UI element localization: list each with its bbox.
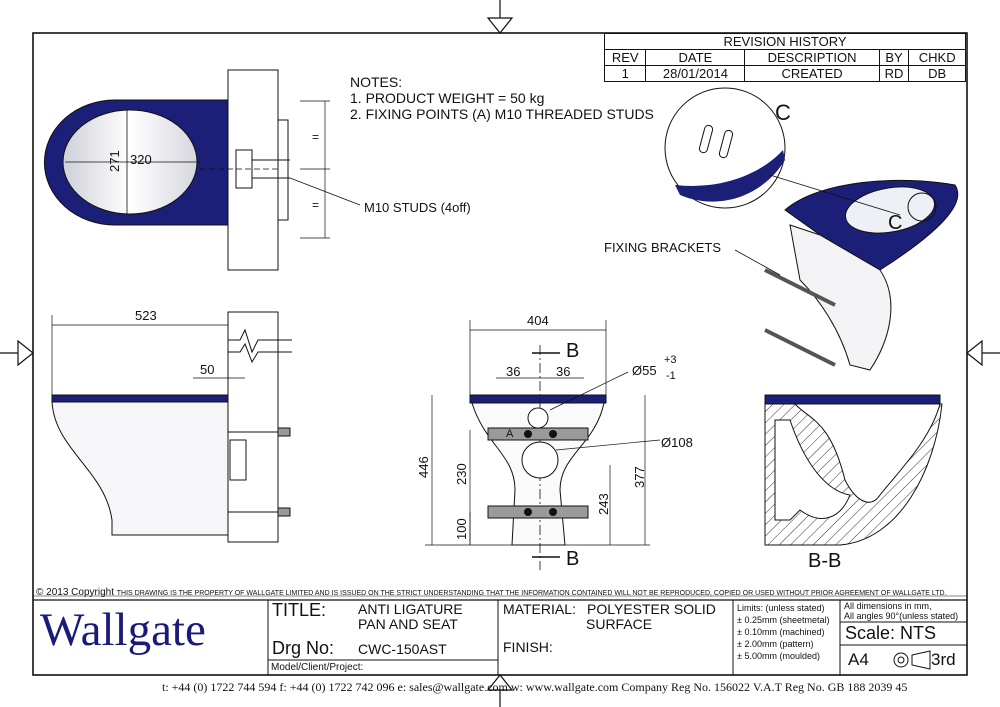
- dim-36-left: 36: [506, 364, 521, 379]
- projection-value: 3rd: [931, 650, 956, 669]
- dim-523: 523: [135, 308, 157, 323]
- note-fixings: 2. FIXING POINTS (A) M10 THREADED STUDS: [350, 106, 654, 122]
- notes-title: NOTES:: [350, 74, 403, 90]
- detail-c-marker: C: [888, 212, 903, 234]
- footer-contact: t: +44 (0) 1722 744 594 f: +44 (0) 1722 …: [162, 680, 908, 694]
- dim-377: 377: [632, 466, 647, 488]
- dim-404: 404: [527, 313, 549, 328]
- chkd-cell: DB: [908, 65, 966, 82]
- front-view: [425, 320, 661, 570]
- title-block-frame: [33, 595, 967, 675]
- section-b-bottom: B: [566, 548, 580, 570]
- dim-55-tol-minus: -1: [666, 370, 676, 382]
- rev-header: REV: [603, 49, 647, 66]
- dim-50: 50: [200, 362, 215, 377]
- section-view: [764, 394, 943, 546]
- limit-machined: ± 0.10mm (machined): [737, 627, 825, 637]
- limit-sheetmetal: ± 0.25mm (sheetmetal): [737, 615, 830, 625]
- copyright-text: THIS DRAWING IS THE PROPERTY OF WALLGATE…: [116, 590, 947, 597]
- isometric-view: [664, 87, 959, 371]
- model-label: Model/Client/Project:: [271, 662, 364, 673]
- rev-cell: 1: [603, 65, 647, 82]
- notes: NOTES: 1. PRODUCT WEIGHT = 50 kg 2. FIXI…: [350, 74, 654, 122]
- dim-equal-2: =: [312, 198, 320, 212]
- fixing-brackets-callout: FIXING BRACKETS: [604, 240, 722, 255]
- note-weight: 1. PRODUCT WEIGHT = 50 kg: [350, 90, 545, 106]
- dim-108: Ø108: [661, 435, 693, 450]
- limit-pattern: ± 2.00mm (pattern): [737, 639, 814, 649]
- date-header: DATE: [645, 49, 746, 66]
- limits-block: Limits: (unless stated) ± 0.25mm (sheetm…: [737, 602, 829, 662]
- plan-view: [43, 69, 361, 271]
- section-view-label: B-B: [808, 550, 842, 572]
- dim-55-tol-plus: +3: [664, 354, 677, 366]
- material-line-1: POLYESTER SOLID: [587, 601, 716, 617]
- dim-243: 243: [596, 493, 611, 515]
- material-line-2: SURFACE: [586, 616, 653, 632]
- description-header: DESCRIPTION: [744, 49, 880, 66]
- dims-note-2: All angles 90°(unless stated): [844, 611, 959, 621]
- dim-320: 320: [130, 152, 152, 167]
- title-line-2: PAN AND SEAT: [358, 616, 458, 632]
- limit-moulded: ± 5.00mm (moulded): [737, 651, 820, 661]
- date-cell: 28/01/2014: [645, 65, 746, 82]
- dim-230: 230: [454, 463, 469, 485]
- dim-55: Ø55: [632, 363, 657, 378]
- copyright-line: © 2013 Copyright THIS DRAWING IS THE PRO…: [36, 587, 946, 598]
- by-cell: RD: [878, 65, 910, 82]
- copyright-lead: © 2013 Copyright: [36, 587, 114, 598]
- dim-36-right: 36: [556, 364, 571, 379]
- scale-value: Scale: NTS: [845, 623, 937, 643]
- drg-number: CWC-150AST: [358, 641, 447, 657]
- material-label: MATERIAL:: [503, 601, 576, 617]
- by-header: BY: [878, 49, 910, 66]
- dim-100: 100: [454, 518, 469, 540]
- section-b-top: B: [566, 340, 580, 362]
- title-label: TITLE:: [272, 600, 327, 620]
- studs-callout: M10 STUDS (4off): [364, 200, 471, 215]
- detail-c-label: C: [775, 100, 791, 125]
- title-line-1: ANTI LIGATURE: [358, 601, 463, 617]
- revision-history-title: REVISION HISTORY: [604, 33, 966, 50]
- dim-446: 446: [416, 456, 431, 478]
- chkd-header: CHKD: [908, 49, 966, 66]
- revision-history-table: REVISION HISTORY REV DATE DESCRIPTION BY…: [603, 33, 966, 82]
- dims-note: All dimensions in mm, All angles 90°(unl…: [844, 601, 958, 621]
- finish-label: FINISH:: [503, 639, 553, 655]
- wallgate-logo: Wallgate: [40, 604, 206, 656]
- table-row: 1 28/01/2014 CREATED RD DB: [603, 65, 966, 82]
- fixing-point-a: A: [506, 428, 514, 440]
- dims-note-1: All dimensions in mm,: [844, 601, 932, 611]
- dim-271: 271: [107, 150, 122, 172]
- dim-equal-1: =: [312, 130, 320, 144]
- limits-title: Limits: (unless stated): [737, 603, 825, 613]
- description-cell: CREATED: [744, 65, 880, 82]
- sheet-size: A4: [848, 650, 869, 669]
- drg-label: Drg No:: [272, 638, 335, 658]
- side-view: [51, 311, 292, 543]
